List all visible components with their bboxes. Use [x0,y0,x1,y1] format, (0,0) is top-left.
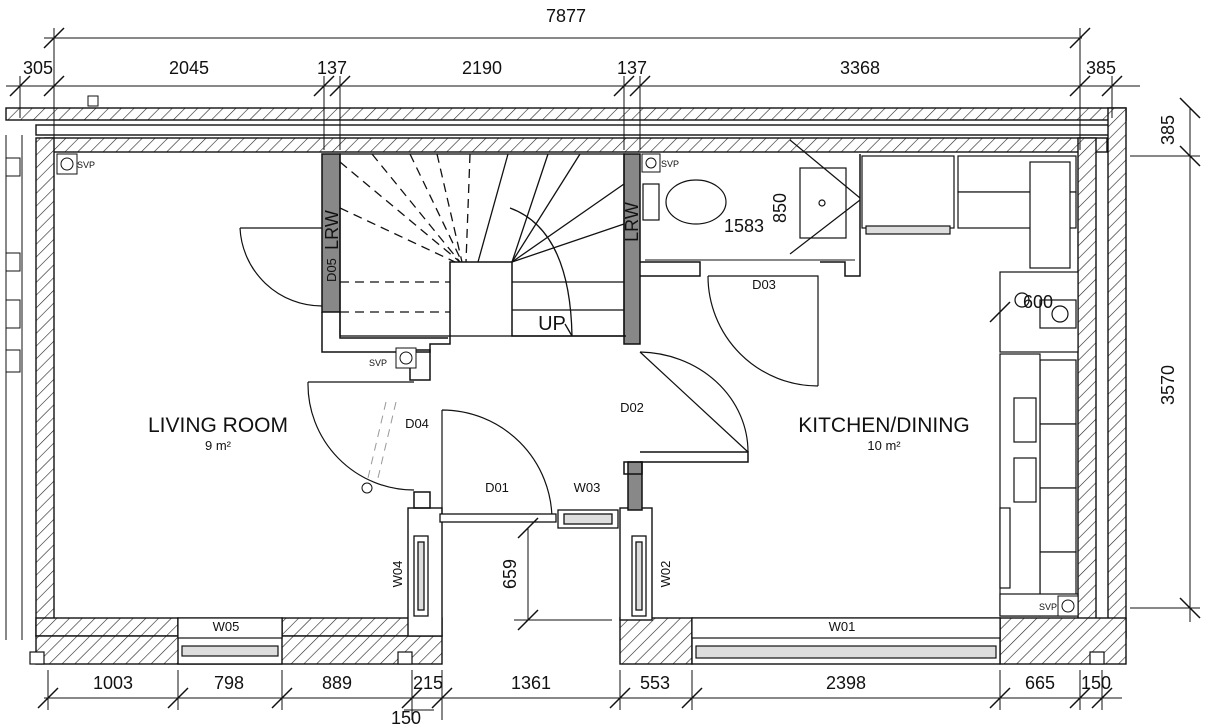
dim-bottom-889: 889 [322,673,352,693]
dimension-labels: 7877 305 2045 137 2190 137 3368 385 1003… [23,6,1178,728]
lrw-label-1: LRW [322,210,342,250]
misc-labels: SVP SVP SVP SVP LRW LRW UP [77,159,1057,612]
dim-top-3368: 3368 [840,58,880,78]
neighbour-strip [5,135,23,640]
overall-width-label: 7877 [546,6,586,26]
kitchen-name: KITCHEN/DINING [798,414,970,437]
dim-bottom-215: 215 [413,673,443,693]
door-d02-label: D02 [620,400,644,415]
kitchen-units [861,155,1079,617]
dim-top-137a: 137 [317,58,347,78]
room-labels: LIVING ROOM 9 m² KITCHEN/DINING 10 m² [148,414,970,453]
window-w01-label: W01 [829,619,856,634]
internal-walls [321,153,861,511]
dim-porch-659: 659 [500,559,520,589]
dim-bottom-553: 553 [640,673,670,693]
porch [413,509,647,617]
dimension-ticks [9,27,1201,709]
dim-bottom-1003: 1003 [93,673,133,693]
living-room-area: 9 m² [205,438,232,453]
dim-bottom-1361: 1361 [511,673,551,693]
staircase [339,153,625,337]
vent-marker [87,95,99,107]
svp-label-2: SVP [661,159,679,169]
dim-bottom-2398: 2398 [826,673,866,693]
dim-wc-850: 850 [770,193,790,223]
svp-label-3: SVP [369,358,387,368]
kitchen-area: 10 m² [867,438,901,453]
lrw-label-2: LRW [622,202,642,242]
svp-label-1: SVP [77,160,95,170]
dim-top-137b: 137 [617,58,647,78]
door-d04-label: D04 [405,416,429,431]
door-d05-label: D05 [324,258,339,282]
dim-top-2045: 2045 [169,58,209,78]
ceiling-light-icon [361,482,373,494]
dim-bottom-extra-150: 150 [391,708,421,728]
window-w05-label: W05 [213,619,240,634]
window-w03-label: W03 [574,480,601,495]
bottom-windows [29,617,1105,665]
dim-bottom-798: 798 [214,673,244,693]
window-w02-label: W02 [658,561,673,588]
dim-wc-1583: 1583 [724,216,764,236]
svp-stacks [56,153,1079,617]
dim-top-2190: 2190 [462,58,502,78]
dim-right-3570: 3570 [1158,365,1178,405]
living-room-glass-panel [367,401,397,479]
wc [642,139,861,255]
dim-bottom-150: 150 [1081,673,1111,693]
door-swings [239,227,819,521]
door-d03-label: D03 [752,277,776,292]
dim-bottom-665: 665 [1025,673,1055,693]
living-room-name: LIVING ROOM [148,414,288,437]
svp-label-4: SVP [1039,602,1057,612]
window-w04-label: W04 [390,561,405,588]
door-window-labels: D01 D02 D03 D04 D05 W01 W02 W03 W04 W05 [213,258,856,634]
door-d01-label: D01 [485,480,509,495]
dim-top-305: 305 [23,58,53,78]
dim-top-385: 385 [1086,58,1116,78]
stairs-up-label: UP [538,313,566,335]
dim-hob-600: 600 [1023,292,1053,312]
dim-right-385: 385 [1158,115,1178,145]
dimension-lines [6,28,1200,720]
